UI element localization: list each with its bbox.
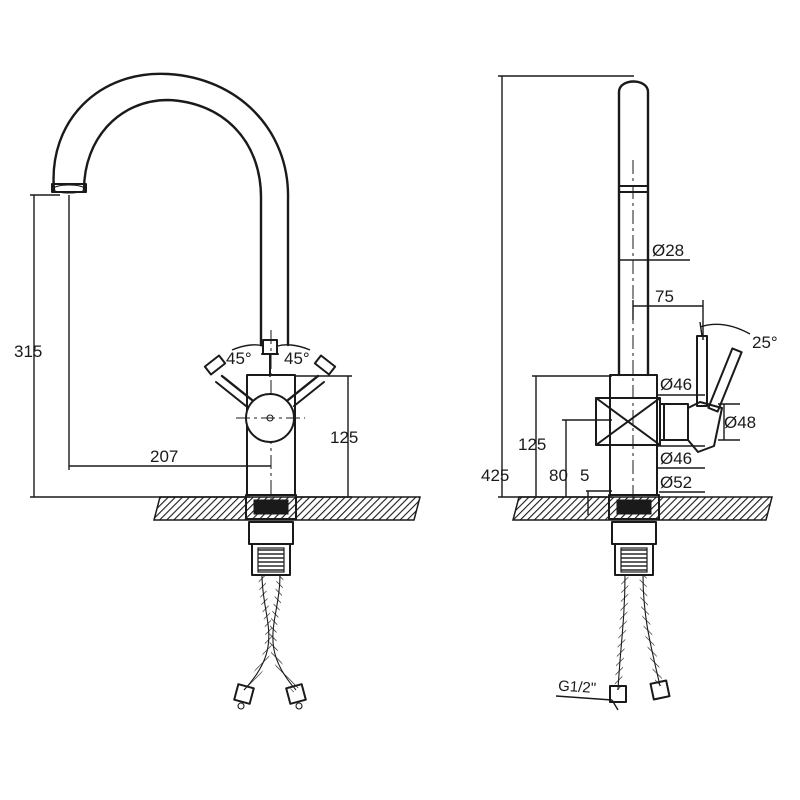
front-hose-right	[269, 574, 299, 693]
side-view: 25° 425 125 80 5 Ø28	[481, 75, 778, 711]
front-dim-207: 207	[150, 447, 178, 466]
side-dim-dia48: Ø48	[724, 413, 756, 432]
front-base-flange	[245, 494, 297, 520]
side-dim-dia28: Ø28	[652, 241, 684, 260]
front-view: 315 207 125 45° 45°	[14, 72, 421, 710]
side-thread-label: G1/2"	[558, 677, 597, 697]
front-mount-nut	[248, 521, 294, 545]
front-spout-inner	[82, 98, 263, 347]
front-left-lever	[203, 354, 254, 407]
front-top-knob	[262, 339, 278, 355]
side-angle-25: 25°	[752, 333, 778, 352]
front-dim-315: 315	[14, 342, 42, 361]
side-lever	[687, 335, 743, 453]
side-dim-75: 75	[655, 287, 674, 306]
side-base-flange	[608, 494, 660, 520]
front-right-lever	[286, 354, 337, 407]
front-angle-right: 45°	[284, 349, 310, 368]
side-mount-nut	[611, 521, 657, 545]
side-dim-80: 80	[549, 466, 568, 485]
side-dim-425: 425	[481, 466, 509, 485]
side-cross-handle	[595, 397, 661, 446]
front-hose-left	[241, 574, 273, 693]
side-hose-right	[639, 574, 664, 687]
side-dim-5: 5	[580, 466, 589, 485]
front-angle-left: 45°	[226, 349, 252, 368]
front-spout-tip	[51, 183, 87, 193]
front-aerator	[52, 184, 86, 194]
front-dim-125: 125	[330, 428, 358, 447]
side-spout	[617, 80, 650, 377]
side-dim-125: 125	[518, 435, 546, 454]
front-spout-outer	[52, 72, 290, 347]
side-dim-dia46-top: Ø46	[660, 375, 692, 394]
side-dim-dia46-bottom: Ø46	[660, 449, 692, 468]
side-dim-dia52: Ø52	[660, 473, 692, 492]
